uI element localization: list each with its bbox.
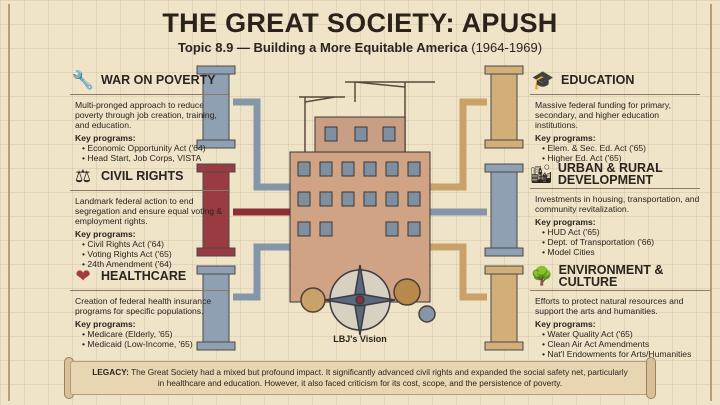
section-civil-rights: ⚖ CIVIL RIGHTS Landmark federal action to…: [70, 164, 230, 269]
section-title: ENVIRONMENT & CULTURE: [558, 263, 664, 289]
tree-palette-icon: 🌳: [530, 266, 553, 286]
program-item: Dept. of Transportation ('66): [542, 237, 700, 247]
wrench-fist-icon: 🔧: [71, 70, 95, 90]
program-item: Economic Opportunity Act ('64): [82, 143, 230, 153]
section-title: CIVIL RIGHTS: [101, 169, 184, 183]
scales-icon: ⚖: [74, 166, 92, 186]
gears: [300, 278, 436, 323]
program-item: Voting Rights Act ('65): [82, 249, 230, 259]
center-caption: LBJ's Vision: [333, 334, 387, 344]
page-frame: [8, 4, 712, 401]
subtitle-text: Topic 8.9 — Building a More Equitable Am…: [177, 40, 468, 55]
program-item: Head Start, Job Corps, VISTA: [82, 153, 230, 163]
section-war-on-poverty: 🔧 WAR ON POVERTY Multi-pronged approach t…: [70, 68, 230, 163]
central-illustration: [196, 65, 524, 351]
key-programs-label: Key programs:: [75, 319, 136, 329]
legacy-text: The Great Society had a mixed but profou…: [131, 367, 628, 388]
section-desc: Efforts to protect natural resources and…: [535, 296, 684, 316]
program-item: Clean Air Act Amendments: [542, 339, 710, 349]
program-item: 24th Amendment ('64): [82, 259, 230, 269]
section-title: EDUCATION: [561, 73, 635, 87]
program-item: Medicaid (Low-Income, '65): [82, 339, 230, 349]
key-programs-label: Key programs:: [75, 229, 136, 239]
key-programs-label: Key programs:: [535, 319, 596, 329]
program-item: Medicare (Elderly, '65): [82, 329, 230, 339]
program-item: Elem. & Sec. Ed. Act ('65): [542, 143, 700, 153]
program-item: Higher Ed. Act ('65): [542, 153, 700, 163]
section-title: URBAN & RURAL DEVELOPMENT: [557, 161, 663, 187]
section-desc: Creation of federal health insurance pro…: [75, 296, 212, 316]
key-programs-label: Key programs:: [535, 217, 596, 227]
program-item: Water Quality Act ('65): [542, 329, 710, 339]
section-education: 🎓 EDUCATION Massive federal funding for p…: [530, 68, 700, 163]
program-item: HUD Act ('65): [542, 227, 700, 237]
section-desc: Investments in housing, transportation, …: [535, 194, 700, 214]
city-house-icon: 🏙: [530, 164, 553, 184]
section-urban-rural-development: 🏙URBAN & RURAL DEVELOPMENT Investments i…: [530, 162, 700, 257]
legacy-scroll: LEGACY: The Great Society had a mixed bu…: [70, 361, 650, 395]
program-item: Nat'l Endowments for Arts/Humanities: [542, 349, 710, 359]
program-item: Model Cities: [542, 247, 700, 257]
key-programs-label: Key programs:: [75, 133, 136, 143]
section-title: HEALTHCARE: [101, 269, 187, 283]
section-title: WAR ON POVERTY: [101, 73, 216, 87]
section-desc: Multi-pronged approach to reduce poverty…: [75, 100, 217, 130]
scroll-roll-right: [646, 357, 656, 399]
section-environment-culture: 🌳ENVIRONMENT & CULTURE Efforts to protec…: [530, 264, 710, 359]
building: [289, 116, 431, 303]
heart-cross-icon: ❤: [75, 266, 91, 286]
section-desc: Landmark federal action to end segregati…: [75, 196, 223, 226]
section-healthcare: ❤ HEALTHCARE Creation of federal health i…: [70, 264, 230, 349]
page-title: THE GREAT SOCIETY: APUSH: [162, 8, 558, 38]
connector-pipes: [233, 98, 487, 301]
legacy-label: LEGACY:: [92, 367, 129, 377]
subtitle-years: (1964-1969): [471, 40, 543, 55]
section-desc: Massive federal funding for primary, sec…: [535, 100, 671, 130]
compass-icon: [324, 264, 396, 336]
key-programs-label: Key programs:: [535, 133, 596, 143]
graduation-cap-book-icon: 🎓: [531, 70, 555, 90]
page-subtitle: Topic 8.9 — Building a More Equitable Am…: [0, 40, 720, 55]
program-item: Civil Rights Act ('64): [82, 239, 230, 249]
